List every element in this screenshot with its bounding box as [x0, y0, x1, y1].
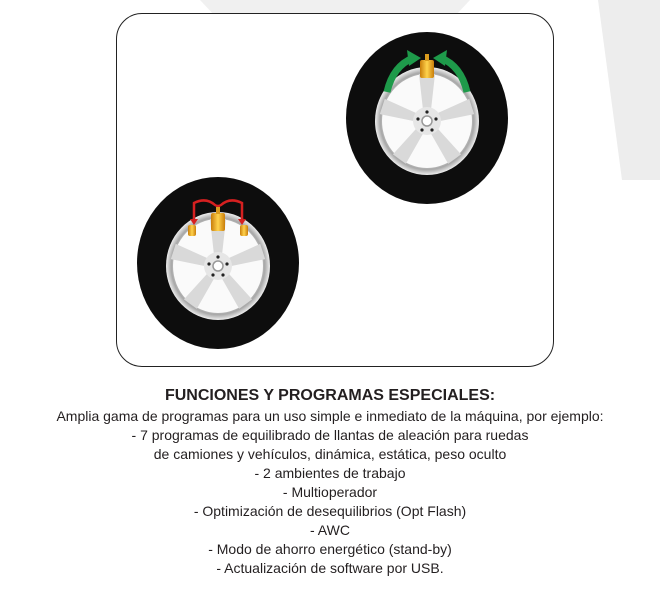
hidden-weight-wheel [136, 176, 300, 350]
feature-item: - Optimización de desequilibrios (Opt Fl… [193, 503, 467, 519]
wheels-illustration [136, 31, 509, 350]
feature-item: - AWC [310, 522, 350, 538]
feature-item: - Multioperador [282, 484, 378, 500]
feature-item: - 7 programas de equilibrado de llantas … [131, 427, 529, 443]
feature-item: de camiones y vehículos, dinámica, estát… [153, 446, 507, 462]
feature-item: - Modo de ahorro energético (stand-by) [208, 541, 452, 557]
feature-item: - Actualización de software por USB. [216, 560, 444, 576]
feature-item: - 2 ambientes de trabajo [254, 465, 406, 481]
section-heading: FUNCIONES Y PROGRAMAS ESPECIALES: [164, 387, 496, 404]
features-section: FUNCIONES Y PROGRAMAS ESPECIALES: Amplia… [0, 386, 660, 578]
static-balance-wheel [345, 31, 509, 205]
intro-text: Amplia gama de programas para un uso sim… [56, 408, 604, 424]
